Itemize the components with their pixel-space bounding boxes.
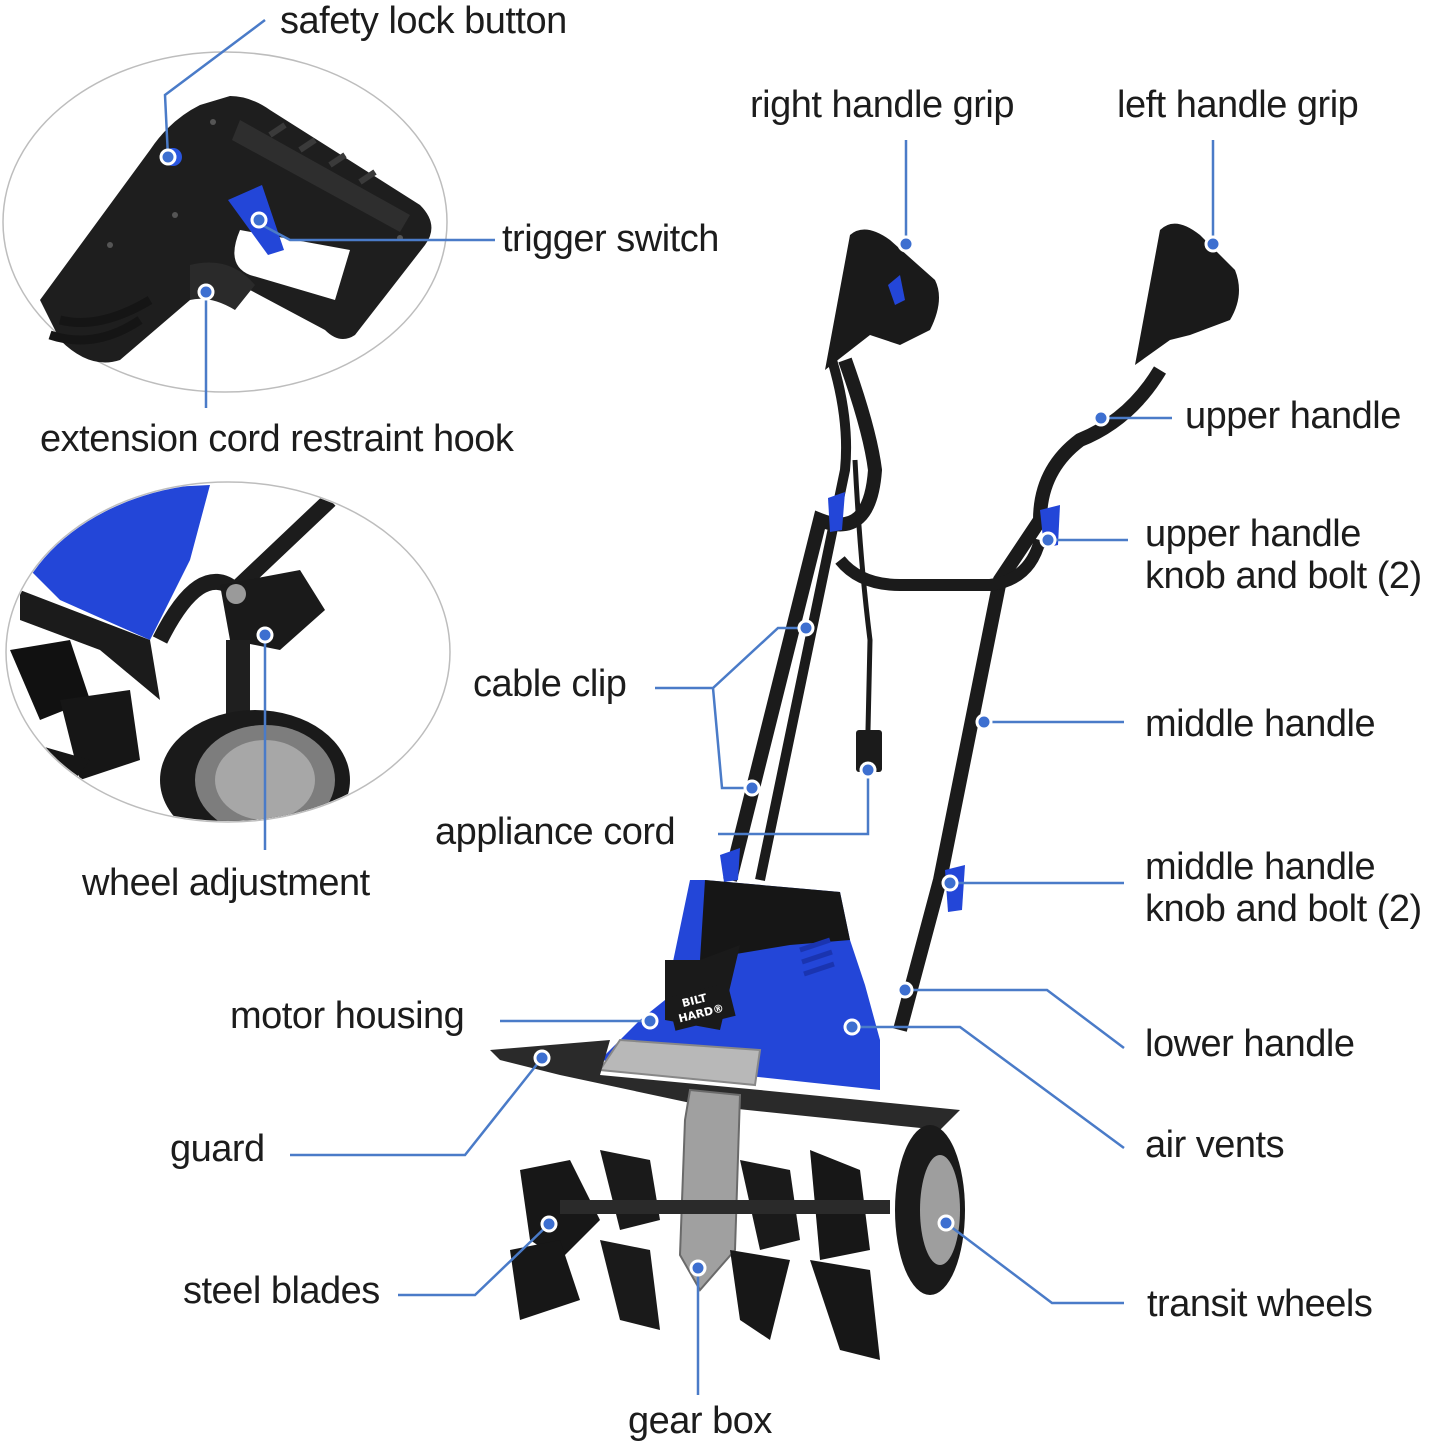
- label-transit-wheels: transit wheels: [1147, 1283, 1373, 1325]
- label-appliance-cord: appliance cord: [435, 811, 676, 853]
- label-middle-handle: middle handle: [1145, 703, 1376, 745]
- wheel-adjustment-inset: [5, 481, 451, 823]
- label-middle-handle-knob-line1: middle handle: [1145, 846, 1376, 888]
- label-extension-cord-restraint-hook: extension cord restraint hook: [40, 418, 514, 460]
- label-trigger-switch: trigger switch: [502, 218, 719, 260]
- label-air-vents: air vents: [1145, 1124, 1285, 1166]
- label-guard: guard: [170, 1128, 265, 1170]
- label-safety-lock-button: safety lock button: [280, 0, 567, 42]
- label-cable-clip: cable clip: [473, 663, 627, 705]
- label-lower-handle: lower handle: [1145, 1023, 1355, 1065]
- tiller-illustration: BILT HARD®: [490, 223, 1239, 1360]
- label-upper-handle-knob-line2: knob and bolt (2): [1145, 555, 1422, 597]
- leader-lines: [163, 19, 1215, 1395]
- label-left-handle-grip: left handle grip: [1117, 84, 1359, 126]
- label-steel-blades: steel blades: [183, 1270, 380, 1312]
- label-wheel-adjustment: wheel adjustment: [82, 862, 370, 904]
- label-upper-handle-knob-line1: upper handle: [1145, 513, 1361, 555]
- label-motor-housing: motor housing: [230, 995, 465, 1037]
- label-upper-handle: upper handle: [1185, 395, 1401, 437]
- label-middle-handle-knob-line2: knob and bolt (2): [1145, 888, 1422, 930]
- brand-logo-line1: BILT: [681, 991, 709, 1010]
- label-gear-box: gear box: [628, 1400, 772, 1442]
- handle-closeup-inset: [2, 51, 448, 393]
- callout-dots: [159, 148, 1222, 1277]
- label-right-handle-grip: right handle grip: [750, 84, 1015, 126]
